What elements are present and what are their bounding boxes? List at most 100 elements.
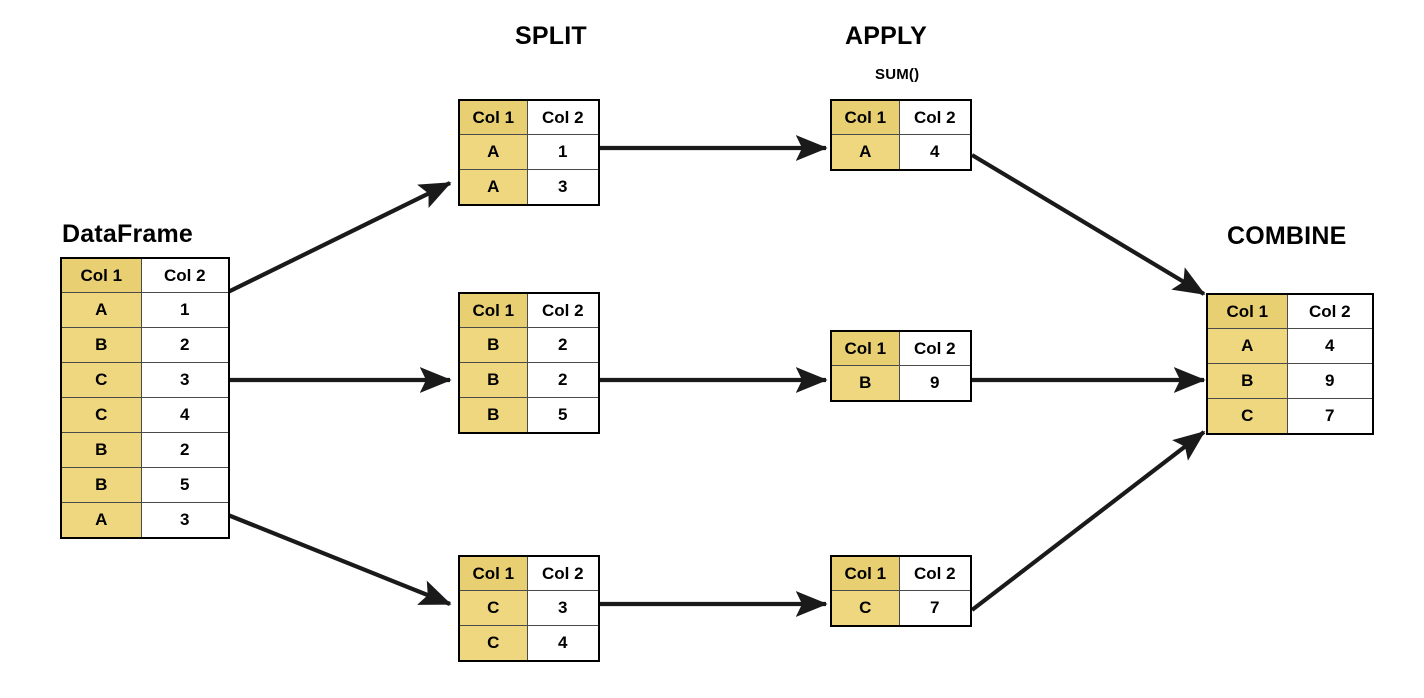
table-row: Col 1 Col 2 — [60, 257, 230, 293]
cell-key: B — [1206, 363, 1288, 399]
table-row: B 2 — [60, 327, 230, 363]
cell-key: C — [458, 590, 528, 626]
table-row: C 3 — [458, 590, 600, 626]
column-header-col2: Col 2 — [898, 330, 972, 366]
table-row: Col 1 Col 2 — [458, 555, 600, 591]
table-row: B 2 — [458, 327, 600, 363]
arrow-apply-c-to-combine — [970, 430, 1206, 612]
cell-value: 5 — [140, 467, 230, 503]
table-row: A 3 — [60, 502, 230, 539]
column-header-col1: Col 1 — [830, 330, 900, 366]
table-row: B 2 — [458, 362, 600, 398]
table-combine: Col 1 Col 2 A 4 B 9 C 7 — [1206, 293, 1374, 435]
heading-split: SPLIT — [515, 22, 587, 50]
cell-key: B — [458, 397, 528, 434]
cell-key: C — [458, 625, 528, 662]
table-apply-group-a: Col 1 Col 2 A 4 — [830, 99, 972, 171]
cell-value: 1 — [140, 292, 230, 328]
table-row: C 4 — [458, 625, 600, 662]
cell-value: 3 — [526, 169, 600, 206]
column-header-col1: Col 1 — [458, 292, 528, 328]
cell-key: B — [458, 362, 528, 398]
cell-value: 2 — [526, 327, 600, 363]
table-row: C 7 — [1206, 398, 1374, 435]
arrow-dataframe-to-split-c — [227, 513, 452, 606]
arrow-dataframe-to-split-a — [227, 181, 452, 294]
table-row: Col 1 Col 2 — [830, 555, 972, 591]
table-row: A 1 — [458, 134, 600, 170]
table-row: B 2 — [60, 432, 230, 468]
cell-value: 4 — [526, 625, 600, 662]
cell-key: B — [458, 327, 528, 363]
cell-value: 2 — [140, 432, 230, 468]
column-header-col1: Col 1 — [458, 99, 528, 135]
table-apply-group-b: Col 1 Col 2 B 9 — [830, 330, 972, 402]
column-header-col2: Col 2 — [898, 99, 972, 135]
column-header-col1: Col 1 — [60, 257, 142, 293]
heading-apply: APPLY — [845, 22, 928, 50]
heading-dataframe: DataFrame — [62, 220, 194, 248]
cell-value: 3 — [140, 502, 230, 539]
table-row: B 9 — [1206, 363, 1374, 399]
cell-value: 3 — [140, 362, 230, 398]
table-row: Col 1 Col 2 — [1206, 293, 1374, 329]
table-row: B 9 — [830, 365, 972, 402]
cell-value: 5 — [526, 397, 600, 434]
table-row: A 4 — [1206, 328, 1374, 364]
table-row: Col 1 Col 2 — [830, 330, 972, 366]
column-header-col1: Col 1 — [830, 99, 900, 135]
cell-value: 9 — [898, 365, 972, 402]
column-header-col2: Col 2 — [140, 257, 230, 293]
cell-key: B — [60, 432, 142, 468]
cell-key: A — [1206, 328, 1288, 364]
table-split-group-c: Col 1 Col 2 C 3 C 4 — [458, 555, 600, 662]
table-row: A 4 — [830, 134, 972, 171]
cell-value: 2 — [140, 327, 230, 363]
cell-value: 3 — [526, 590, 600, 626]
table-row: Col 1 Col 2 — [458, 292, 600, 328]
table-row: B 5 — [458, 397, 600, 434]
cell-value: 4 — [1286, 328, 1374, 364]
cell-key: A — [830, 134, 900, 171]
column-header-col2: Col 2 — [898, 555, 972, 591]
arrow-apply-a-to-combine — [970, 153, 1206, 296]
table-dataframe: Col 1 Col 2 A 1 B 2 C 3 C 4 B 2 — [60, 257, 230, 539]
column-header-col2: Col 2 — [526, 292, 600, 328]
cell-key: B — [60, 467, 142, 503]
cell-key: A — [458, 169, 528, 206]
column-header-col1: Col 1 — [458, 555, 528, 591]
heading-combine: COMBINE — [1227, 222, 1347, 250]
cell-key: A — [60, 292, 142, 328]
table-row: Col 1 Col 2 — [830, 99, 972, 135]
table-row: Col 1 Col 2 — [458, 99, 600, 135]
cell-value: 2 — [526, 362, 600, 398]
table-row: C 3 — [60, 362, 230, 398]
cell-value: 7 — [1286, 398, 1374, 435]
column-header-col2: Col 2 — [526, 99, 600, 135]
column-header-col1: Col 1 — [1206, 293, 1288, 329]
cell-value: 9 — [1286, 363, 1374, 399]
cell-key: A — [60, 502, 142, 539]
table-apply-group-c: Col 1 Col 2 C 7 — [830, 555, 972, 627]
table-row: C 7 — [830, 590, 972, 627]
column-header-col1: Col 1 — [830, 555, 900, 591]
cell-value: 7 — [898, 590, 972, 627]
table-split-group-a: Col 1 Col 2 A 1 A 3 — [458, 99, 600, 206]
table-row: A 1 — [60, 292, 230, 328]
cell-key: C — [60, 362, 142, 398]
cell-key: B — [830, 365, 900, 402]
column-header-col2: Col 2 — [526, 555, 600, 591]
table-row: C 4 — [60, 397, 230, 433]
heading-apply-sum: SUM() — [875, 66, 920, 83]
table-split-group-b: Col 1 Col 2 B 2 B 2 B 5 — [458, 292, 600, 434]
column-header-col2: Col 2 — [1286, 293, 1374, 329]
cell-value: 4 — [898, 134, 972, 171]
cell-value: 4 — [140, 397, 230, 433]
cell-key: A — [458, 134, 528, 170]
table-row: A 3 — [458, 169, 600, 206]
cell-key: C — [60, 397, 142, 433]
cell-value: 1 — [526, 134, 600, 170]
table-row: B 5 — [60, 467, 230, 503]
cell-key: C — [1206, 398, 1288, 435]
